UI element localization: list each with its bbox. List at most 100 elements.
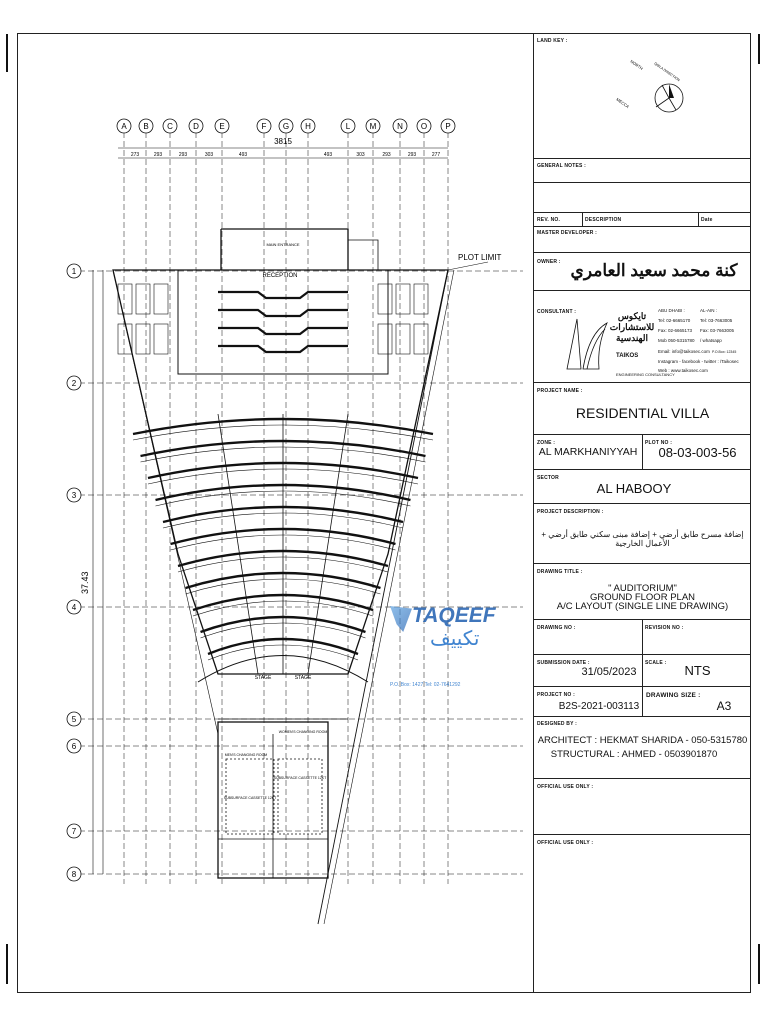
grid-bubble-F — [256, 118, 272, 134]
drawing-title-line3: A/C LAYOUT (SINGLE LINE DRAWING) — [556, 601, 729, 612]
master-developer-row: MASTER DEVELOPER : — [534, 226, 751, 252]
consultant-name-ar: تايكوس للاستشارات الهندسية — [609, 311, 655, 343]
plot-label: PLOT NO : — [645, 440, 673, 446]
main-entrance-label: MAIN ENTRANCE — [266, 242, 299, 247]
ad-tel: Tel: 02-6665170 — [658, 318, 691, 323]
top-dimension: 303 — [356, 152, 365, 158]
grid-label-row-3: 3 — [72, 491, 77, 500]
taqeef-watermark: TAQEEF تكييف P.O. Box: 1427 Tel: 02-7641… — [390, 602, 500, 692]
drawing-size-value: A3 — [716, 699, 732, 713]
master-developer-label: MASTER DEVELOPER : — [537, 230, 597, 236]
overall-dimension: 3815 — [274, 137, 292, 146]
drawing-size-label: DRAWING SIZE : — [646, 692, 701, 699]
stage-right-label: STAGE — [295, 675, 312, 681]
project-no-value: B2S-2021-003113 — [558, 701, 640, 712]
grid-label-C: C — [167, 122, 173, 131]
submission-date-label: SUBMISSION DATE : — [537, 660, 590, 666]
general-notes-space — [534, 182, 751, 212]
project-description-value: إضافة مسرح طابق أرضي + إضافة مبنى سكني ط… — [541, 530, 744, 548]
grid-bubble-row-8 — [66, 866, 82, 882]
project-no-row: PROJECT NO : B2S-2021-003113 DRAWING SIZ… — [534, 686, 751, 716]
owner-row: OWNER : كنة محمد سعيد العامري — [534, 252, 751, 290]
grid-bubble-L — [340, 118, 356, 134]
key-plan-row: LAND KEY : NORTH MECCA QIBLA DIRECTION — [534, 34, 751, 158]
grid-label-P: P — [445, 122, 450, 131]
north-label: NORTH — [629, 59, 644, 71]
drawing-no-label: DRAWING NO : — [537, 625, 576, 631]
taqeef-logo-icon — [390, 606, 412, 632]
revision-no-label: REVISION NO : — [645, 625, 684, 631]
service-room — [413, 283, 429, 315]
rev-no-label: REV. NO. — [537, 217, 561, 223]
stage-left-label: STAGE — [255, 675, 272, 681]
crop-mark-left-bottom — [6, 944, 8, 984]
grid-bubble-row-6 — [66, 738, 82, 754]
grid-label-O: O — [421, 122, 427, 131]
mecca-label: MECCA — [616, 97, 630, 110]
consultant-label: CONSULTANT : — [537, 309, 577, 315]
consultant-pobox: P.O.Box: 12345 — [712, 350, 737, 354]
official-use-label-2: OFFICIAL USE ONLY : — [537, 840, 594, 846]
date-label: Date — [701, 217, 713, 223]
consultant-tagline: ENGINEERING CONSULTANCY — [616, 372, 675, 377]
crop-mark-right — [758, 34, 760, 64]
designed-by-label: DESIGNED BY : — [537, 721, 578, 727]
project-name-value: RESIDENTIAL VILLA — [575, 405, 710, 421]
watermark-en: TAQEEF — [412, 604, 496, 627]
drawing-title-row: DRAWING TITLE : " AUDITORIUM" GROUND FLO… — [534, 563, 751, 619]
service-room — [117, 283, 133, 315]
top-dimension: 303 — [205, 152, 214, 158]
general-notes-row: GENERAL NOTES : — [534, 158, 751, 182]
grid-label-D: D — [193, 122, 199, 131]
key-plan-compass: NORTH MECCA QIBLA DIRECTION — [616, 59, 684, 113]
service-room — [153, 283, 169, 315]
grid-label-H: H — [305, 122, 311, 131]
official-use-row-2: OFFICIAL USE ONLY : — [534, 834, 751, 992]
grid-bubble-P — [440, 118, 456, 134]
consultant-social: Instagram - facebook - twitter : /Taikos… — [658, 359, 739, 364]
owner-value: كنة محمد سعيد العامري — [570, 261, 738, 280]
drawing-title-line2: GROUND FLOOR PLAN — [589, 592, 696, 603]
grid-bubble-row-5 — [66, 711, 82, 727]
consultant-name-en: TAIKOS — [616, 353, 639, 359]
service-room — [135, 323, 151, 355]
service-room — [377, 323, 393, 355]
grid-bubble-row-2 — [66, 375, 82, 391]
grid-bubble-B — [138, 118, 154, 134]
grid-label-M: M — [370, 122, 377, 131]
aisle-line — [307, 413, 349, 675]
unit-right-label: SUBSURFACE CASSETTE 12KT — [274, 776, 327, 780]
service-room — [135, 283, 151, 315]
zone-value: AL MARKHANIYYAH — [538, 446, 638, 458]
grid-bubble-C — [162, 118, 178, 134]
drawing-title-line1: " AUDITORIUM" — [608, 583, 677, 594]
grid-label-L: L — [346, 122, 351, 131]
grid-label-row-7: 7 — [72, 827, 77, 836]
consultant-row: CONSULTANT : تايكوس للاستشارات الهندسية … — [534, 290, 751, 382]
scale-label: SCALE : — [645, 660, 667, 666]
designed-by-row: DESIGNED BY : ARCHITECT : HEKMAT SHARIDA… — [534, 716, 751, 778]
grid-bubble-D — [188, 118, 204, 134]
grid-label-F: F — [262, 122, 267, 131]
grid-label-G: G — [283, 122, 289, 131]
general-notes-label: GENERAL NOTES : — [537, 163, 587, 169]
grid-label-E: E — [219, 122, 224, 131]
qibla-label: QIBLA DIRECTION — [653, 62, 681, 83]
plot-limit-label: PLOT LIMIT — [458, 253, 502, 262]
top-dimension: 293 — [179, 152, 188, 158]
service-room — [395, 323, 411, 355]
grid-label-row-1: 1 — [72, 267, 77, 276]
grid-bubble-row-4 — [66, 599, 82, 615]
grid-label-row-6: 6 — [72, 742, 77, 751]
top-dimension: 293 — [382, 152, 391, 158]
revision-row: REV. NO. DESCRIPTION Date — [534, 212, 751, 226]
grid-bubble-N — [392, 118, 408, 134]
aa-fax: Fax: 03-7663005 — [700, 328, 735, 333]
project-name-row: PROJECT NAME : RESIDENTIAL VILLA — [534, 382, 751, 434]
service-room — [377, 283, 393, 315]
grid-label-row-2: 2 — [72, 379, 77, 388]
drawing-title-label: DRAWING TITLE : — [537, 569, 583, 575]
grid-bubble-A — [116, 118, 132, 134]
official-use-row-1: OFFICIAL USE ONLY : — [534, 778, 751, 834]
